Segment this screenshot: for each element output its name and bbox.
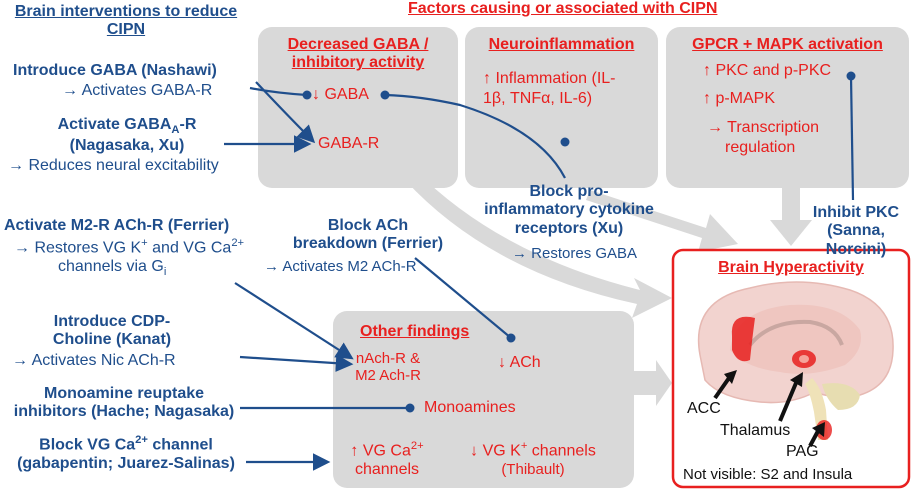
neuro-line2: 1β, TNFα, IL-6) (483, 90, 593, 107)
monoamines-item: Monoamines (424, 399, 516, 416)
vgk-item: ↓ VG K+ channels (Thibault) (470, 440, 596, 478)
gpcr-line4: regulation (725, 139, 796, 156)
other-to-brain-arrow-shaft (634, 371, 658, 395)
introduce-gaba-title: Introduce GABA (Nashawi) (13, 62, 217, 79)
neuro-to-brain-arrow (586, 190, 738, 252)
gaba-box-title: Decreased GABA / inhibitory activity (287, 36, 429, 72)
other-to-brain-arrowhead (656, 360, 672, 406)
nachr-item: nAch-R & M2 Ach-R (355, 350, 421, 385)
block-ach-sub: → Activates M2 ACh-R (264, 258, 417, 275)
m2-sub-line1: → Restores VG K+ and VG Ca2+ (14, 237, 245, 257)
neuro-line1: ↑ Inflammation (IL- (483, 70, 616, 87)
neuroinflammation-box (465, 27, 658, 188)
factors-heading: Factors causing or associated with CIPN (408, 0, 718, 17)
gaba-to-gaba-line (249, 86, 308, 97)
gabar-item: GABA-R (318, 135, 380, 152)
pag-label: PAG (786, 443, 819, 460)
cdp-sub: → Activates Nic ACh-R (12, 352, 176, 369)
other-findings-title: Other findings (360, 323, 470, 340)
gpcr-line2: ↑ p-MAPK (703, 90, 776, 107)
blockpro-to-gaba-line (384, 93, 566, 179)
neuro-box-title: Neuroinflammation (488, 36, 635, 53)
gaba-item: ↓ GABA (312, 86, 369, 103)
other-findings-box (333, 311, 634, 488)
block-pro-sub: → Restores GABA (512, 245, 638, 262)
left-heading-line2: CIPN (106, 21, 146, 39)
vgca-block-title: Block VG Ca2+ channel (gabapentin; Juare… (17, 434, 235, 472)
pkc-to-gpcr-line (849, 75, 855, 201)
gpcr-to-brain-arrow-shaft (782, 188, 800, 222)
monoamine-title: Monoamine reuptake inhibitors (Hache; Na… (13, 385, 235, 421)
blockach-to-ach-line (414, 257, 512, 339)
gpcr-to-brain-arrowhead (770, 220, 812, 246)
brain-hyperactivity-title: Brain Hyperactivity (718, 259, 864, 276)
gpcr-box (666, 27, 909, 188)
activate-gabaar-authors: (Nagasaka, Xu) (69, 137, 185, 155)
thalamus-label: Thalamus (720, 422, 791, 439)
gpcr-box-title: GPCR + MAPK activation (692, 36, 883, 53)
left-heading: Brain interventions to reduce CIPN (6, 3, 246, 40)
m2-title: Activate M2-R ACh-R (Ferrier) (4, 217, 230, 234)
ach-item: ↓ ACh (498, 354, 541, 371)
gaba-to-brain-arrow (405, 170, 672, 318)
left-heading-line1: Brain interventions to reduce (14, 3, 238, 20)
vgca-item: ↑ VG Ca2+ channels (350, 440, 424, 478)
activate-gabaar-title: Activate GABAA-R (Nagasaka, Xu) (22, 116, 232, 155)
block-ach-title: Block ACh breakdown (Ferrier) (292, 217, 444, 253)
introduce-gaba-sub: → Activates GABA-R (62, 82, 213, 99)
not-visible-note: Not visible: S2 and Insula (683, 466, 853, 483)
gaba-to-gabar-arrow (255, 81, 316, 144)
activate-gabaar-sub: → Reduces neural excitability (8, 157, 219, 174)
inhibit-pkc: Inhibit PKC (Sanna, Norcini) (812, 204, 900, 258)
m2-to-nachr-arrow (234, 282, 354, 360)
acc-label: ACC (687, 400, 721, 417)
cdp-title: Introduce CDP- Choline (Kanat) (52, 313, 172, 349)
gpcr-line3: → Transcription (707, 119, 820, 136)
m2-sub-line2: channels via Gi (58, 258, 167, 279)
gpcr-line1: ↑ PKC and p-PKC (703, 62, 832, 79)
block-pro-title: Block pro- inflammatory cytokine recepto… (484, 183, 654, 237)
cdp-to-nachr-arrow (239, 354, 354, 372)
